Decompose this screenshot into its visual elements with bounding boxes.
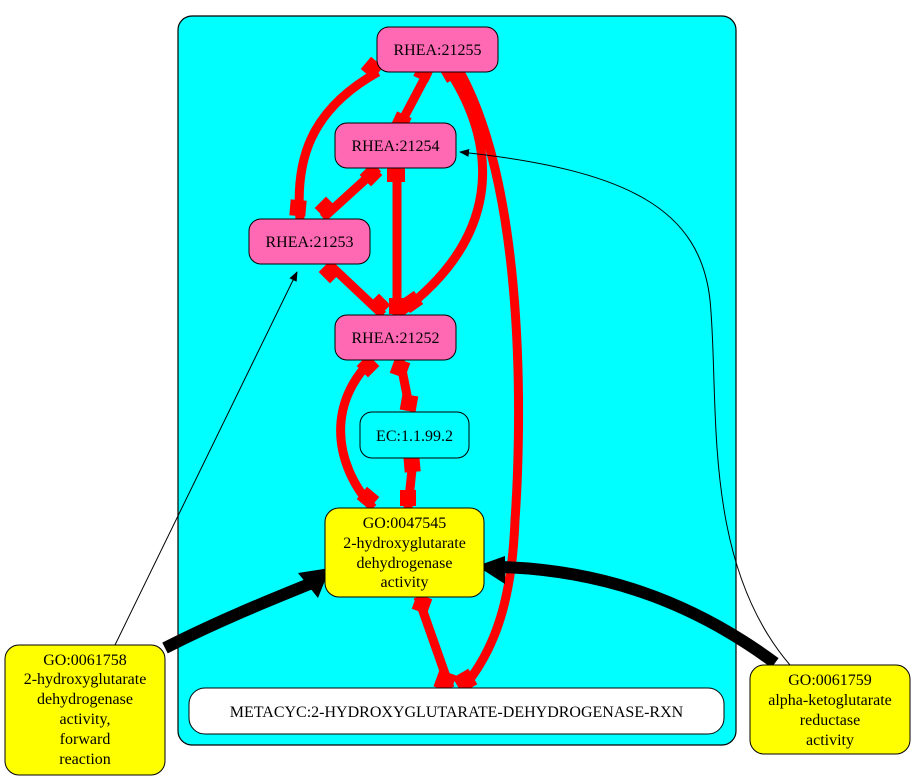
- black-arrowhead: [477, 556, 505, 584]
- node-label-line: activity: [381, 574, 429, 591]
- node-label: EC:1.1.99.2: [376, 428, 453, 445]
- diamond-marker: [411, 593, 433, 615]
- node-rhea21252[interactable]: RHEA:21252: [334, 314, 457, 361]
- diamond-marker: [318, 260, 342, 284]
- node-label: RHEA:21254: [352, 138, 440, 155]
- node-label-line: 2-hydroxyglutarate: [343, 535, 466, 552]
- edge-21252-go47545: [336, 356, 377, 512]
- node-go61758[interactable]: GO:0061758 2-hydroxyglutarate dehydrogen…: [4, 644, 166, 776]
- node-label: RHEA:21253: [266, 234, 354, 251]
- diamond-marker: [356, 486, 380, 510]
- node-ec[interactable]: EC:1.1.99.2: [359, 411, 470, 459]
- node-label-line: forward: [60, 731, 111, 748]
- node-rhea21254[interactable]: RHEA:21254: [334, 122, 457, 169]
- edge-61758-21253: [114, 271, 298, 646]
- node-label-line: 2-hydroxyglutarate: [24, 671, 147, 688]
- node-label: RHEA:21252: [352, 330, 440, 347]
- black-edges: [114, 148, 791, 668]
- node-label-line: activity,: [60, 711, 111, 728]
- node-label-line: dehydrogenase: [357, 555, 453, 572]
- diamond-marker: [400, 290, 424, 314]
- diamond-marker: [403, 455, 421, 473]
- edge-21255-metacyc: [456, 69, 524, 691]
- node-label-line: GO:0061758: [43, 652, 127, 669]
- edge-21255-21252: [394, 69, 488, 319]
- diamond-marker: [389, 357, 411, 379]
- node-label-line: activity: [806, 732, 854, 749]
- black-arrowhead: [298, 568, 330, 598]
- diamond-marker: [452, 668, 478, 694]
- edge-61759-47545: [499, 561, 779, 668]
- node-label-line: GO:0047545: [363, 515, 447, 532]
- node-label-line: reductase: [800, 712, 860, 729]
- node-label-line: dehydrogenase: [37, 691, 133, 708]
- edge-21255-21253: [294, 68, 381, 221]
- edge-61758-47545: [162, 577, 315, 654]
- node-label-line: GO:0061759: [788, 672, 872, 689]
- cluster-box: [177, 15, 737, 746]
- node-rhea21255[interactable]: RHEA:21255: [376, 26, 499, 73]
- diamond-marker: [400, 490, 416, 506]
- node-label: RHEA:21255: [394, 42, 482, 59]
- diamond-marker: [367, 293, 391, 317]
- diamond-marker: [433, 669, 457, 693]
- diamond-marker: [389, 298, 405, 314]
- node-label: METACYC:2-HYDROXYGLUTARATE-DEHYDROGENASE…: [230, 704, 684, 721]
- node-label-line: reaction: [59, 751, 111, 768]
- node-go61759[interactable]: GO:0061759 alpha-ketoglutarate reductase…: [749, 664, 911, 755]
- edge-61759-21254: [459, 148, 791, 666]
- node-rhea21253[interactable]: RHEA:21253: [248, 218, 371, 265]
- diamond-marker: [399, 393, 419, 413]
- diamond-marker: [289, 199, 307, 217]
- node-metacyc[interactable]: METACYC:2-HYDROXYGLUTARATE-DEHYDROGENASE…: [188, 687, 725, 735]
- node-label-line: alpha-ketoglutarate: [768, 692, 892, 709]
- node-go47545[interactable]: GO:0047545 2-hydroxyglutarate dehydrogen…: [324, 507, 485, 598]
